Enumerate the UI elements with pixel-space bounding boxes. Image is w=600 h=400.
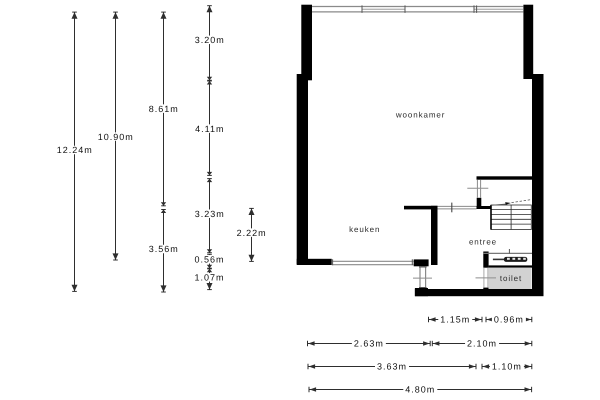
svg-text:3.20m: 3.20m	[195, 35, 225, 45]
svg-text:0.96m: 0.96m	[494, 315, 524, 325]
svg-text:4.80m: 4.80m	[405, 385, 435, 395]
svg-text:1.07m: 1.07m	[194, 273, 224, 283]
svg-text:1.10m: 1.10m	[492, 362, 522, 372]
svg-text:2.22m: 2.22m	[237, 228, 267, 238]
svg-text:3.63m: 3.63m	[377, 362, 407, 372]
svg-text:keuken: keuken	[349, 225, 380, 234]
svg-text:3.56m: 3.56m	[149, 244, 179, 254]
svg-text:toilet: toilet	[500, 274, 522, 283]
svg-text:entree: entree	[469, 238, 497, 247]
svg-text:woonkamer: woonkamer	[395, 110, 445, 119]
svg-text:1.15m: 1.15m	[440, 315, 470, 325]
svg-text:8.61m: 8.61m	[149, 104, 179, 114]
svg-text:12.24m: 12.24m	[57, 145, 93, 155]
svg-text:10.90m: 10.90m	[98, 132, 134, 142]
svg-text:2.10m: 2.10m	[467, 339, 497, 349]
svg-text:2.63m: 2.63m	[354, 339, 384, 349]
svg-text:0.56m: 0.56m	[194, 255, 224, 265]
svg-text:4.11m: 4.11m	[195, 124, 224, 134]
svg-text:3.23m: 3.23m	[195, 209, 225, 219]
